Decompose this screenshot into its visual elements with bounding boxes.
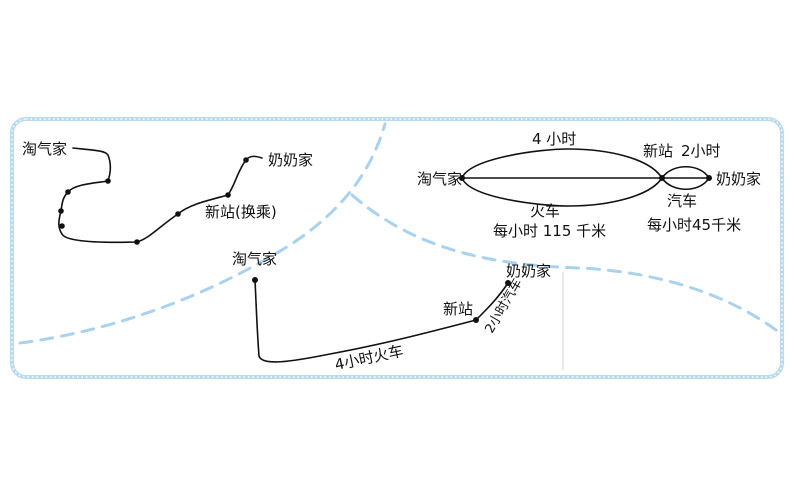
end-label: 奶奶家	[268, 151, 313, 169]
station-label: 新站(换乘)	[205, 203, 277, 221]
route-dot	[59, 223, 65, 229]
train-time-label: 4 小时	[532, 130, 576, 148]
start-label: 淘气家	[232, 250, 277, 268]
bus-label: 2小时汽车	[482, 276, 526, 336]
bus-mode-label: 汽车	[667, 192, 697, 210]
train-speed-label: 每小时 115 千米	[493, 222, 606, 240]
node-dot	[505, 280, 511, 286]
divider-right	[350, 193, 782, 335]
route-dot	[58, 208, 64, 214]
node-dot	[706, 175, 712, 181]
winding-route-line	[58, 147, 263, 244]
station-label: 新站	[443, 300, 473, 318]
train-mode-label: 火车	[530, 202, 560, 220]
train-route-line	[254, 279, 477, 363]
bus-route-line	[475, 282, 509, 321]
route-diagram-winding: 淘气家 新站(换乘) 奶奶家	[22, 140, 313, 245]
station-label: 新站	[643, 142, 673, 160]
node-dot	[659, 175, 665, 181]
route-dot	[65, 189, 71, 195]
bus-time-label: 2小时	[681, 142, 721, 160]
route-dot	[243, 157, 249, 163]
route-diagram-oval: 淘气家 4 小时 新站 2小时 奶奶家 火车 每小时 115 千米 汽车 每小时…	[417, 130, 761, 240]
start-label: 淘气家	[417, 170, 462, 188]
end-label: 奶奶家	[716, 170, 761, 188]
end-label: 奶奶家	[506, 262, 551, 280]
start-label: 淘气家	[22, 140, 67, 158]
node-dot	[473, 317, 479, 323]
route-dot	[225, 192, 231, 198]
route-dot	[175, 211, 181, 217]
node-dot	[252, 277, 258, 283]
route-dot	[134, 239, 140, 245]
route-dot	[105, 178, 111, 184]
divider-left	[18, 122, 387, 345]
node-dot	[459, 175, 465, 181]
bus-speed-label: 每小时45千米	[647, 216, 741, 234]
panel-frame-dots	[11, 118, 783, 378]
route-diagram-line: 淘气家 新站 奶奶家 4小时火车 2小时汽车	[232, 250, 564, 374]
